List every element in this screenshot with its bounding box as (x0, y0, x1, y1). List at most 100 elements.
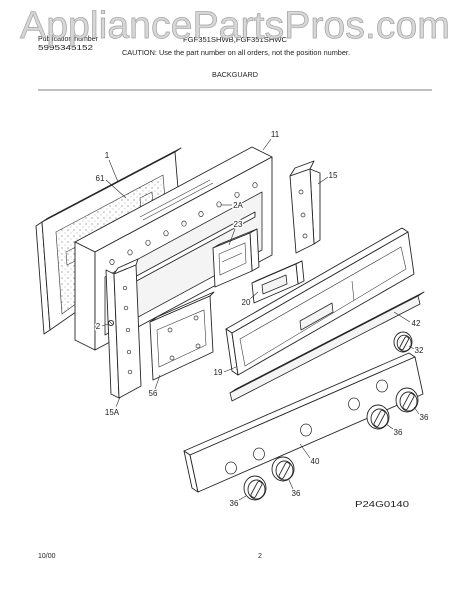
control-panel (225, 227, 415, 376)
leader-line (228, 228, 236, 246)
callout-label: 36 (230, 499, 239, 508)
page-number: 2 (258, 553, 262, 560)
heat-shield-hole (193, 315, 199, 321)
leader-lines (101, 138, 420, 501)
callout-label: 36 (394, 428, 403, 437)
housing-top-vent (139, 179, 211, 218)
callout-label: 32 (415, 346, 424, 355)
callout-label: 42 (412, 319, 421, 328)
callouts: 11 1 61 15 2A 23 20 2 42 32 19 56 15A 36… (94, 129, 430, 509)
left-end-bracket (105, 258, 142, 399)
clock-board (251, 260, 305, 304)
knob (243, 475, 267, 501)
callout-label: 15 (329, 171, 338, 180)
knob-grip (373, 410, 386, 427)
knob (271, 456, 295, 482)
leader-line (101, 323, 109, 327)
housing-top-vent (142, 182, 214, 221)
leader-line (317, 176, 329, 185)
screw (107, 319, 115, 327)
callout-label: 11 (271, 130, 280, 139)
heat-shield-hole (195, 343, 201, 349)
control-panel-divider (351, 280, 355, 302)
manifold-panel (183, 352, 424, 493)
mounting-hole (163, 230, 169, 237)
heat-shield-hole (169, 355, 175, 361)
callout-label: 15A (105, 408, 120, 417)
callout-label: 61 (96, 174, 105, 183)
issue-date: 10/00 (38, 553, 56, 560)
heat-shield-emboss (156, 309, 207, 368)
knob-hole (348, 397, 360, 411)
mounting-hole (252, 182, 258, 189)
knob-hole (300, 423, 312, 437)
leader-line (299, 443, 311, 459)
section-title: BACKGUARD (212, 72, 258, 79)
control-box (212, 228, 260, 288)
bracket-hole (300, 212, 306, 218)
publication-number: 5995345152 (38, 45, 93, 52)
knob (366, 404, 390, 430)
page-footer: 10/00 2 (38, 553, 262, 560)
mounting-hole (216, 201, 222, 208)
bracket-hole (123, 305, 129, 311)
mounting-hole (181, 220, 187, 227)
model-numbers: FGF351SHWB,FGF351SHWC (183, 37, 287, 44)
leader-line (223, 366, 237, 373)
leader-line (154, 374, 161, 390)
leader-line (385, 423, 394, 430)
callout-label: 56 (149, 389, 158, 398)
leader-line (408, 345, 415, 350)
housing-left-end (74, 241, 96, 351)
clock-board-display (261, 274, 288, 295)
control-box-screen (218, 242, 247, 276)
mounting-hole (145, 239, 151, 246)
callout-label: 36 (420, 413, 429, 422)
knob-grip (250, 481, 263, 498)
leader-line (262, 138, 272, 151)
leader-line (249, 291, 259, 300)
callout-label: 23 (234, 220, 243, 229)
trim-face (229, 295, 421, 402)
heat-shield (149, 291, 215, 381)
right-end-bracket (289, 160, 321, 254)
mounting-hole (127, 249, 133, 256)
knob-hole (225, 461, 237, 475)
leader-line (288, 479, 294, 490)
page-header: Publication number 5995345152 FGF351SHWB… (38, 36, 350, 79)
bracket-hole (126, 349, 132, 355)
leader-line (393, 311, 411, 323)
callout-label: 19 (214, 368, 223, 377)
bracket-hole (302, 233, 308, 239)
watermark: AppliancePartsPros.com (20, 5, 450, 47)
figure-id: P24G0140 (355, 499, 409, 509)
leader-line (238, 495, 247, 501)
control-box-line (221, 252, 243, 263)
knob-hole (376, 379, 388, 393)
mounting-hole (198, 211, 204, 217)
knob-grip (399, 336, 410, 351)
callout-label: 1 (105, 151, 110, 160)
screw-slot (109, 321, 113, 325)
control-panel-face (231, 231, 415, 376)
bracket-face (289, 168, 315, 254)
bracket-hole (127, 369, 133, 375)
bracket-hole (298, 189, 304, 195)
control-panel-bezel (239, 246, 407, 367)
callout-label: 40 (311, 457, 320, 466)
knob-hole (253, 447, 265, 461)
knob (395, 387, 419, 413)
callout-label: 36 (292, 489, 301, 498)
knob-grip (278, 462, 291, 479)
caution-note: CAUTION: Use the part number on all orde… (122, 50, 350, 57)
leader-line (115, 396, 121, 408)
knob (393, 331, 413, 353)
bracket-hole (122, 285, 128, 291)
knob-grip (402, 393, 415, 410)
bracket-hole (125, 327, 131, 333)
leader-line (105, 179, 127, 199)
leader-line (413, 406, 420, 415)
callout-label: 2A (233, 201, 243, 210)
callout-label: 20 (242, 298, 251, 307)
